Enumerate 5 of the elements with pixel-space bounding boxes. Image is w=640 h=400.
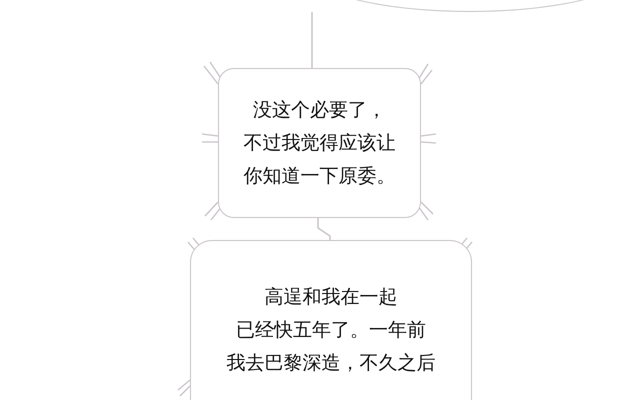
bubble-tail: [317, 218, 331, 240]
bubble-tail: [311, 12, 313, 68]
speech-text: 没这个必要了，不过我觉得应该让你知道一下原委。: [244, 98, 396, 188]
speech-text: 高逞和我在一起已经快五年了。一年前我去巴黎深造，不久之后: [226, 285, 436, 376]
speech-bubble: [218, 68, 421, 218]
